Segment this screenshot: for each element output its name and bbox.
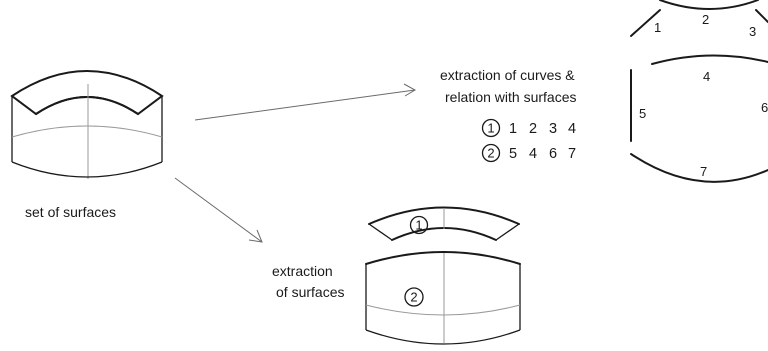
- surface-2-bottom-edge: [365, 329, 521, 345]
- curve-label-4: 4: [703, 69, 710, 84]
- surface-2-middle-curve: [365, 304, 521, 316]
- extraction-curves-title-line1: extraction of curves &: [440, 67, 575, 83]
- extraction-curves-title-line2: relation with surfaces: [445, 89, 577, 105]
- front-face-top-edge: [35, 96, 139, 115]
- set-of-surfaces-label: set of surfaces: [25, 204, 116, 220]
- extraction-surfaces-title-line1: extraction: [272, 263, 333, 279]
- relation-1-surface: 1: [487, 121, 494, 136]
- front-bottom-curve: [11, 161, 163, 178]
- surface-set-figure: [10, 70, 164, 179]
- curve-1: [630, 9, 661, 37]
- front-middle-curve: [11, 125, 163, 138]
- curve-label-1: 1: [654, 20, 661, 35]
- surface-1-left-edge: [368, 223, 393, 241]
- extracted-curves-figure: 1 2 3 4 5 6 7: [630, 0, 768, 183]
- top-face-outline: [10, 70, 164, 116]
- surface-2-circle: [481, 143, 501, 163]
- curve-label-7: 7: [700, 164, 707, 179]
- relation-1-curve-b: 2: [529, 121, 537, 137]
- relation-2-curve-c: 6: [549, 146, 557, 162]
- curve-label-3: 3: [749, 24, 756, 39]
- surface-1-outline: [368, 206, 520, 225]
- curve-label-2: 2: [702, 12, 709, 27]
- relation-2-surface: 2: [487, 146, 494, 161]
- relation-1-curve-c: 3: [549, 121, 557, 137]
- curve-2: [659, 0, 759, 10]
- extracted-surface-1: 1: [368, 206, 520, 241]
- curve-3: [755, 9, 768, 23]
- curve-label-6: 6: [761, 100, 768, 115]
- surface-2-marker: [404, 287, 424, 307]
- arrow-to-curves: [194, 83, 417, 121]
- arrow-to-surfaces: [174, 177, 263, 243]
- extracted-surface-2: 2: [365, 251, 521, 345]
- relation-2-curve-b: 4: [529, 146, 537, 162]
- surface-2-marker-label: 2: [410, 290, 417, 305]
- surface-1-circle: [481, 118, 501, 138]
- curve-label-5: 5: [639, 106, 646, 121]
- relation-2-curve-a: 5: [509, 146, 517, 162]
- curve-4: [651, 54, 768, 65]
- surface-1-inner-edge: [391, 227, 497, 241]
- relation-2-curve-d: 7: [568, 146, 576, 162]
- relation-1-curve-d: 4: [568, 121, 576, 137]
- curve-7: [630, 153, 768, 183]
- surface-1-right-edge: [495, 223, 520, 241]
- relation-1-curve-a: 1: [509, 121, 517, 137]
- surface-1-marker-label: 1: [415, 218, 422, 233]
- surface-2-top-edge: [365, 251, 521, 265]
- relation-row-1: 1 1 2 3 4: [481, 118, 576, 138]
- extraction-surfaces-title-line2: of surfaces: [276, 284, 344, 300]
- relation-row-2: 2 5 4 6 7: [481, 143, 576, 163]
- surface-1-marker: [409, 215, 429, 235]
